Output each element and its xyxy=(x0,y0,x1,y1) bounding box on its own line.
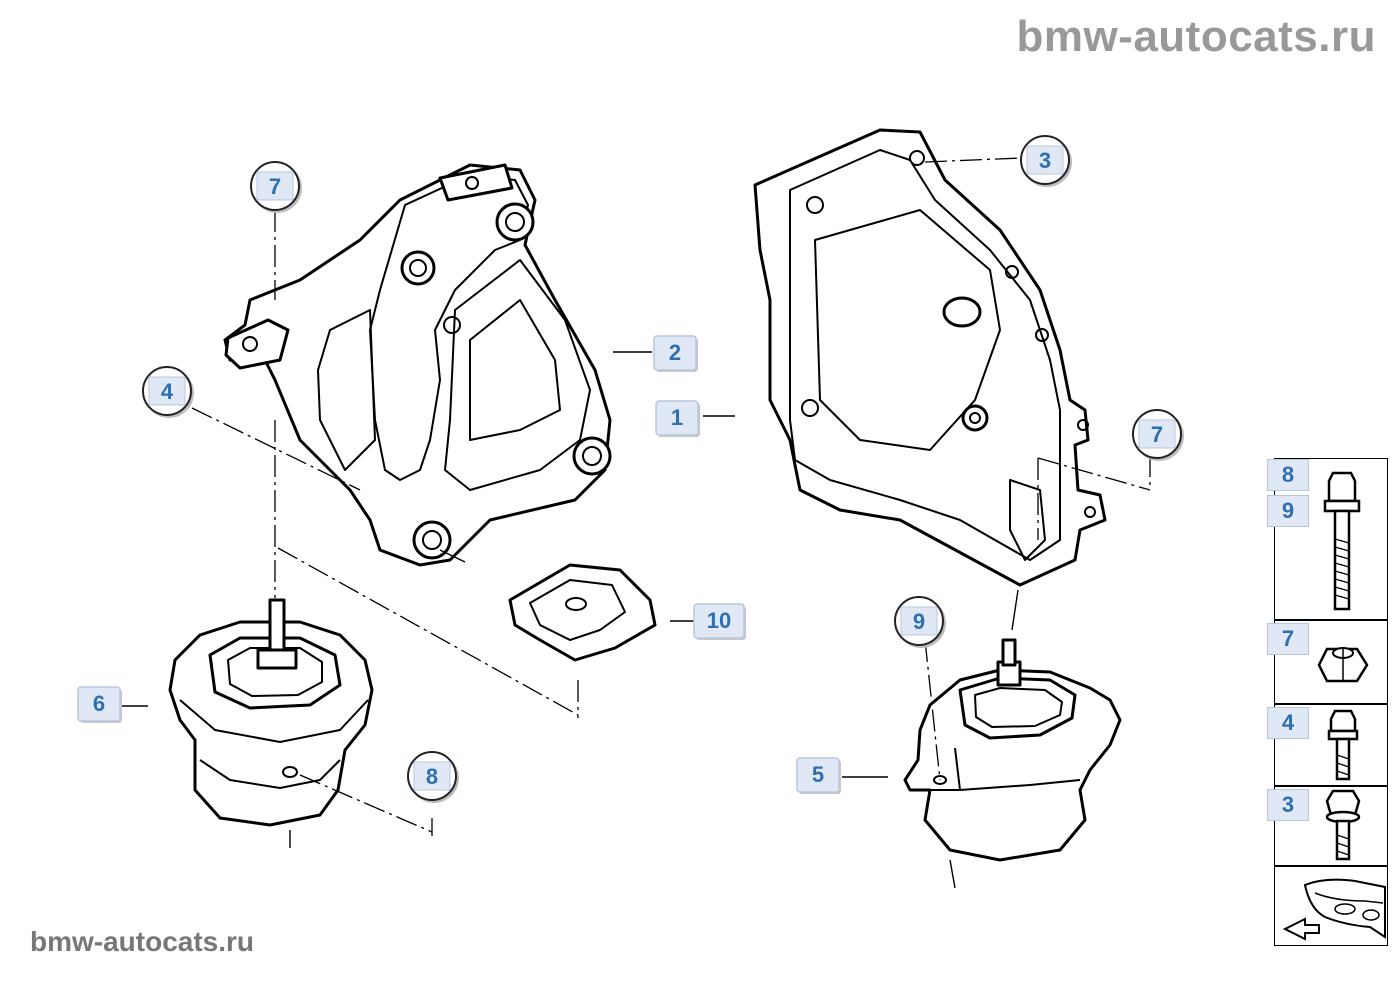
callout-c8[interactable]: 8 xyxy=(407,751,459,803)
callout-c6[interactable]: 6 xyxy=(77,686,122,723)
legend-badge: 9 xyxy=(1267,495,1309,527)
fastener-legend: 8 9 7 4 xyxy=(1267,458,1388,946)
legend-badge: 3 xyxy=(1267,789,1309,821)
callout-number: 3 xyxy=(1039,148,1051,173)
long-bolt-icon xyxy=(1323,471,1361,611)
callout-c9[interactable]: 9 xyxy=(894,596,946,648)
callout-c4[interactable]: 4 xyxy=(142,366,194,418)
callout-number: 8 xyxy=(426,764,438,789)
legend-cell-flange-bolt[interactable]: 3 xyxy=(1267,786,1388,866)
engine-mount-right[interactable] xyxy=(903,638,1122,862)
engine-mount-left[interactable] xyxy=(168,598,374,827)
callout-number: 1 xyxy=(671,405,683,430)
callout-labels: 7 2 4 10 6 8 3 1 7 9 5 xyxy=(77,135,1184,803)
callout-c2[interactable]: 2 xyxy=(653,335,698,372)
legend-badge: 4 xyxy=(1267,707,1309,739)
callout-number: 7 xyxy=(1151,422,1163,447)
legend-cell-short-bolt[interactable]: 4 xyxy=(1267,704,1388,786)
callout-c1[interactable]: 1 xyxy=(655,400,700,437)
heat-shield-pad[interactable] xyxy=(508,563,657,662)
callout-c3[interactable]: 3 xyxy=(1020,135,1072,187)
callout-number: 2 xyxy=(669,340,681,365)
callout-c5[interactable]: 5 xyxy=(796,757,841,794)
callout-number: 9 xyxy=(913,609,925,634)
callout-c7a[interactable]: 7 xyxy=(250,161,302,213)
legend-badge: 8 xyxy=(1267,459,1309,491)
callout-number: 7 xyxy=(269,174,281,199)
callout-c10[interactable]: 10 xyxy=(693,603,746,640)
flange-bolt-icon xyxy=(1325,789,1361,861)
callout-number: 5 xyxy=(812,762,824,787)
callout-c7b[interactable]: 7 xyxy=(1132,409,1184,461)
legend-badge: 7 xyxy=(1267,623,1309,655)
short-bolt-icon xyxy=(1327,709,1359,781)
watermark-bottom: bmw-autocats.ru xyxy=(30,926,255,957)
callout-number: 6 xyxy=(93,691,105,716)
legend-nav-cell[interactable] xyxy=(1274,866,1388,946)
engine-bracket-right[interactable] xyxy=(753,128,1107,587)
engine-bracket-left[interactable] xyxy=(223,163,612,567)
callout-number: 10 xyxy=(707,608,731,633)
legend-cell-long-bolt[interactable]: 8 9 xyxy=(1267,458,1388,620)
legend-cell-hex-nut[interactable]: 7 xyxy=(1267,620,1388,704)
watermark-top: bmw-autocats.ru xyxy=(1016,12,1376,61)
leader-lines xyxy=(122,157,1151,889)
car-front-navigation-icon[interactable] xyxy=(1275,867,1387,945)
hex-nut-icon xyxy=(1317,647,1369,683)
callout-number: 4 xyxy=(161,379,174,404)
